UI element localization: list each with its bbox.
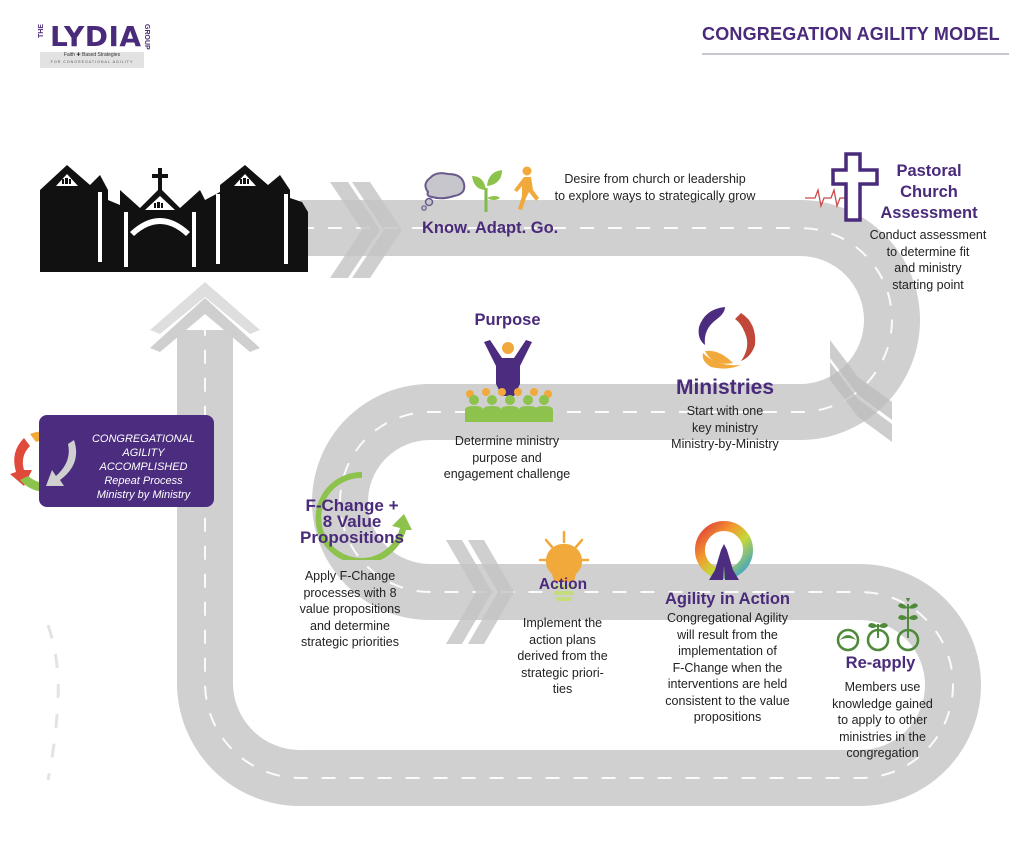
step-title-action: Action [538,576,588,593]
step-desc-ministries: Start with one key ministry Ministry-by-… [650,403,800,453]
desc-line: implementation of [678,644,777,658]
desc-line: Determine ministry [454,434,560,448]
desc-line: Conduct assessment [869,228,987,242]
desc-line: key ministry [692,420,758,435]
desc-line: strategic priori- [521,665,604,680]
praying-hands-icon [695,521,753,580]
three-arcs-icon [698,307,756,369]
thought-bubble-icon [421,172,466,211]
logo-tagline-line1: Faith ✚ Based Strategies [63,52,121,58]
desc-line: action plans [529,632,596,647]
step-title-purpose: Purpose [474,311,541,329]
step-title-know-adapt-go: Know. Adapt. Go. [422,219,559,237]
step-title-pastoral-assessment: Pastoral Church Assessment [874,161,984,224]
desc-line: knowledge gained [832,696,933,711]
cycle-line: Ministry by Ministry [96,489,191,501]
leader-with-group-icon [465,340,553,422]
desc-line: value propositions [299,602,401,616]
desc-line: ties [552,682,573,696]
desc-line: to apply to other [837,713,928,727]
step-desc-pastoral-assessment: Conduct assessment to determine fit and … [858,227,998,293]
step-desc-know-adapt-go: Desire from church or leadership to expl… [545,171,765,204]
desc-line: engagement challenge [443,467,571,481]
title-line: Assessment [880,204,978,222]
church-silhouette-icon [40,165,308,272]
desc-line: Ministry-by-Ministry [671,437,779,451]
desc-line: to explore ways to strategically grow [554,188,756,203]
desc-line: Start with one [686,404,764,418]
decorative-dashed-arc [46,624,60,781]
step-title-ministries: Ministries [675,376,775,399]
step-title-fchange: F-Change + 8 Value Propositions [292,496,412,547]
up-arrow-head-icon [150,298,260,352]
desc-line: Apply F-Change [304,569,396,583]
desc-line: Implement the [522,616,603,630]
step-desc-purpose: Determine ministry purpose and engagemen… [432,433,582,483]
desc-line: to determine fit [886,244,970,259]
title-line: F-Change + [305,496,399,515]
step-desc-agility-in-action: Congregational Agility will result from … [650,610,805,726]
cycle-box-text: CONGREGATIONAL AGILITY ACCOMPLISHED Repe… [81,432,206,502]
cross-heartbeat-icon [805,152,879,222]
title-line: Pastoral [896,162,962,180]
title-line: Propositions [300,528,404,547]
desc-line: derived from the [517,649,608,663]
step-desc-fchange: Apply F-Change processes with 8 value pr… [285,568,415,651]
cycle-line: AGILITY ACCOMPLISHED [99,447,188,473]
chevron-right-icons-lower [446,540,514,644]
logo-suffix: GROUP [143,24,150,50]
growing-plants-icon [836,598,920,652]
desc-line: will result from the [677,627,778,642]
desc-line: and ministry [894,261,962,275]
title-line: Church [900,183,958,201]
step-title-agility-in-action: Agility in Action [665,590,790,608]
step-desc-reapply: Members use knowledge gained to apply to… [815,679,950,762]
desc-line: ministries in the [839,729,926,744]
desc-line: Members use [844,680,921,694]
title-line: 8 Value [322,512,382,531]
desc-line: F-Change when the [672,660,783,675]
logo-name: LYDIA [50,20,142,53]
lightbulb-icon [538,530,590,601]
up-arrow-head-icon-2 [150,282,260,334]
desc-line: processes with 8 [303,585,397,600]
desc-line: interventions are held [667,677,788,691]
cycle-line: CONGREGATIONAL [91,433,196,445]
desc-line: congregation [846,746,919,760]
desc-line: Congregational Agility [667,611,788,625]
logo-prefix: THE [38,24,45,38]
lydia-group-logo: THE LYDIA GROUP Faith ✚ Based Strategies… [38,20,150,68]
sprout-icon [472,170,502,212]
logo-tagline: Faith ✚ Based Strategies FOR CONGREGATIO… [40,52,144,68]
chevron-down-icons [830,340,892,442]
desc-line: and determine [310,618,390,633]
walking-person-icon [514,166,539,210]
repeat-cycle-gray-arrow-icon [46,440,77,486]
title-divider [702,53,1009,55]
desc-line: consistent to the value [665,693,790,708]
page-title: CONGREGATION AGILITY MODEL [702,24,1000,44]
cycle-line: Repeat Process [104,475,183,487]
desc-line: strategic priorities [301,635,399,649]
logo-tagline-line2: FOR CONGREGATIONAL AGILITY [50,60,134,64]
chevron-right-icons [330,182,402,278]
desc-line: purpose and [472,450,542,465]
desc-line: propositions [693,710,762,724]
road-center-dashes [204,227,955,779]
desc-line: starting point [892,277,964,292]
desc-line: Desire from church or leadership [564,172,746,186]
step-desc-action: Implement the action plans derived from … [505,615,620,698]
step-title-reapply: Re-apply [845,654,916,672]
